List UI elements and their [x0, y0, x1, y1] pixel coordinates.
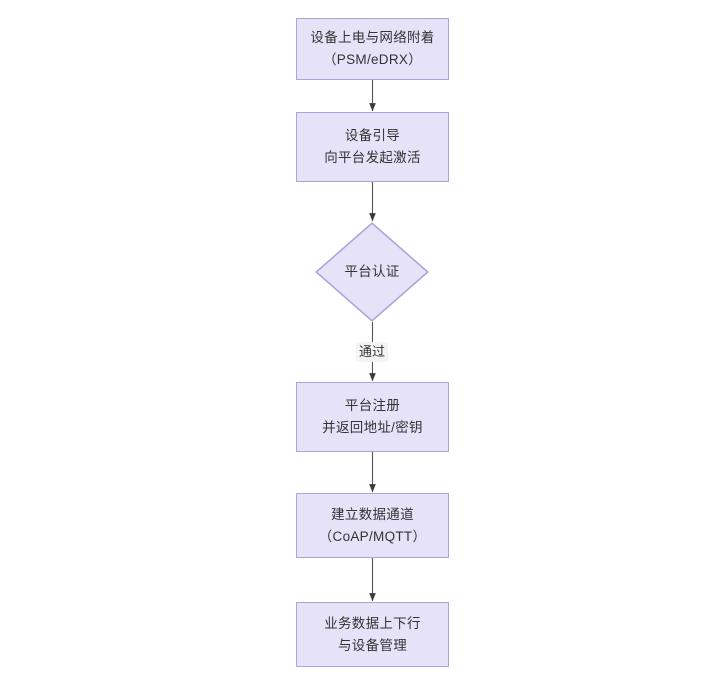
node-text-line: 并返回地址/密钥 [322, 420, 423, 435]
node-text-line: 业务数据上下行 [324, 615, 421, 631]
node-text-line: 向平台发起激活 [324, 150, 421, 165]
node-text-line: （PSM/eDRX） [322, 52, 423, 67]
diamond-shape [315, 222, 429, 322]
node-text-line: 设备上电与网络附着 [310, 30, 435, 45]
node-text-line: 建立数据通道 [331, 506, 414, 522]
node-text-line: 平台注册 [344, 398, 401, 413]
node-device-power-on[interactable]: 设备上电与网络附着 （PSM/eDRX） [296, 18, 449, 80]
node-establish-data-channel[interactable]: 建立数据通道 （CoAP/MQTT） [296, 493, 449, 558]
node-platform-authentication[interactable]: 平台认证 [315, 222, 429, 322]
node-device-bootstrap[interactable]: 设备引导 向平台发起激活 [296, 112, 449, 182]
node-text-line: （CoAP/MQTT） [318, 528, 427, 544]
node-platform-registration[interactable]: 平台注册 并返回地址/密钥 [296, 382, 449, 452]
node-business-data-and-device-management[interactable]: 业务数据上下行 与设备管理 [296, 602, 449, 667]
node-text-line: 与设备管理 [338, 637, 407, 653]
node-text-line: 设备引导 [344, 128, 401, 143]
edge-label-pass: 通过 [355, 342, 389, 362]
node-text-line: 平台认证 [344, 264, 400, 279]
